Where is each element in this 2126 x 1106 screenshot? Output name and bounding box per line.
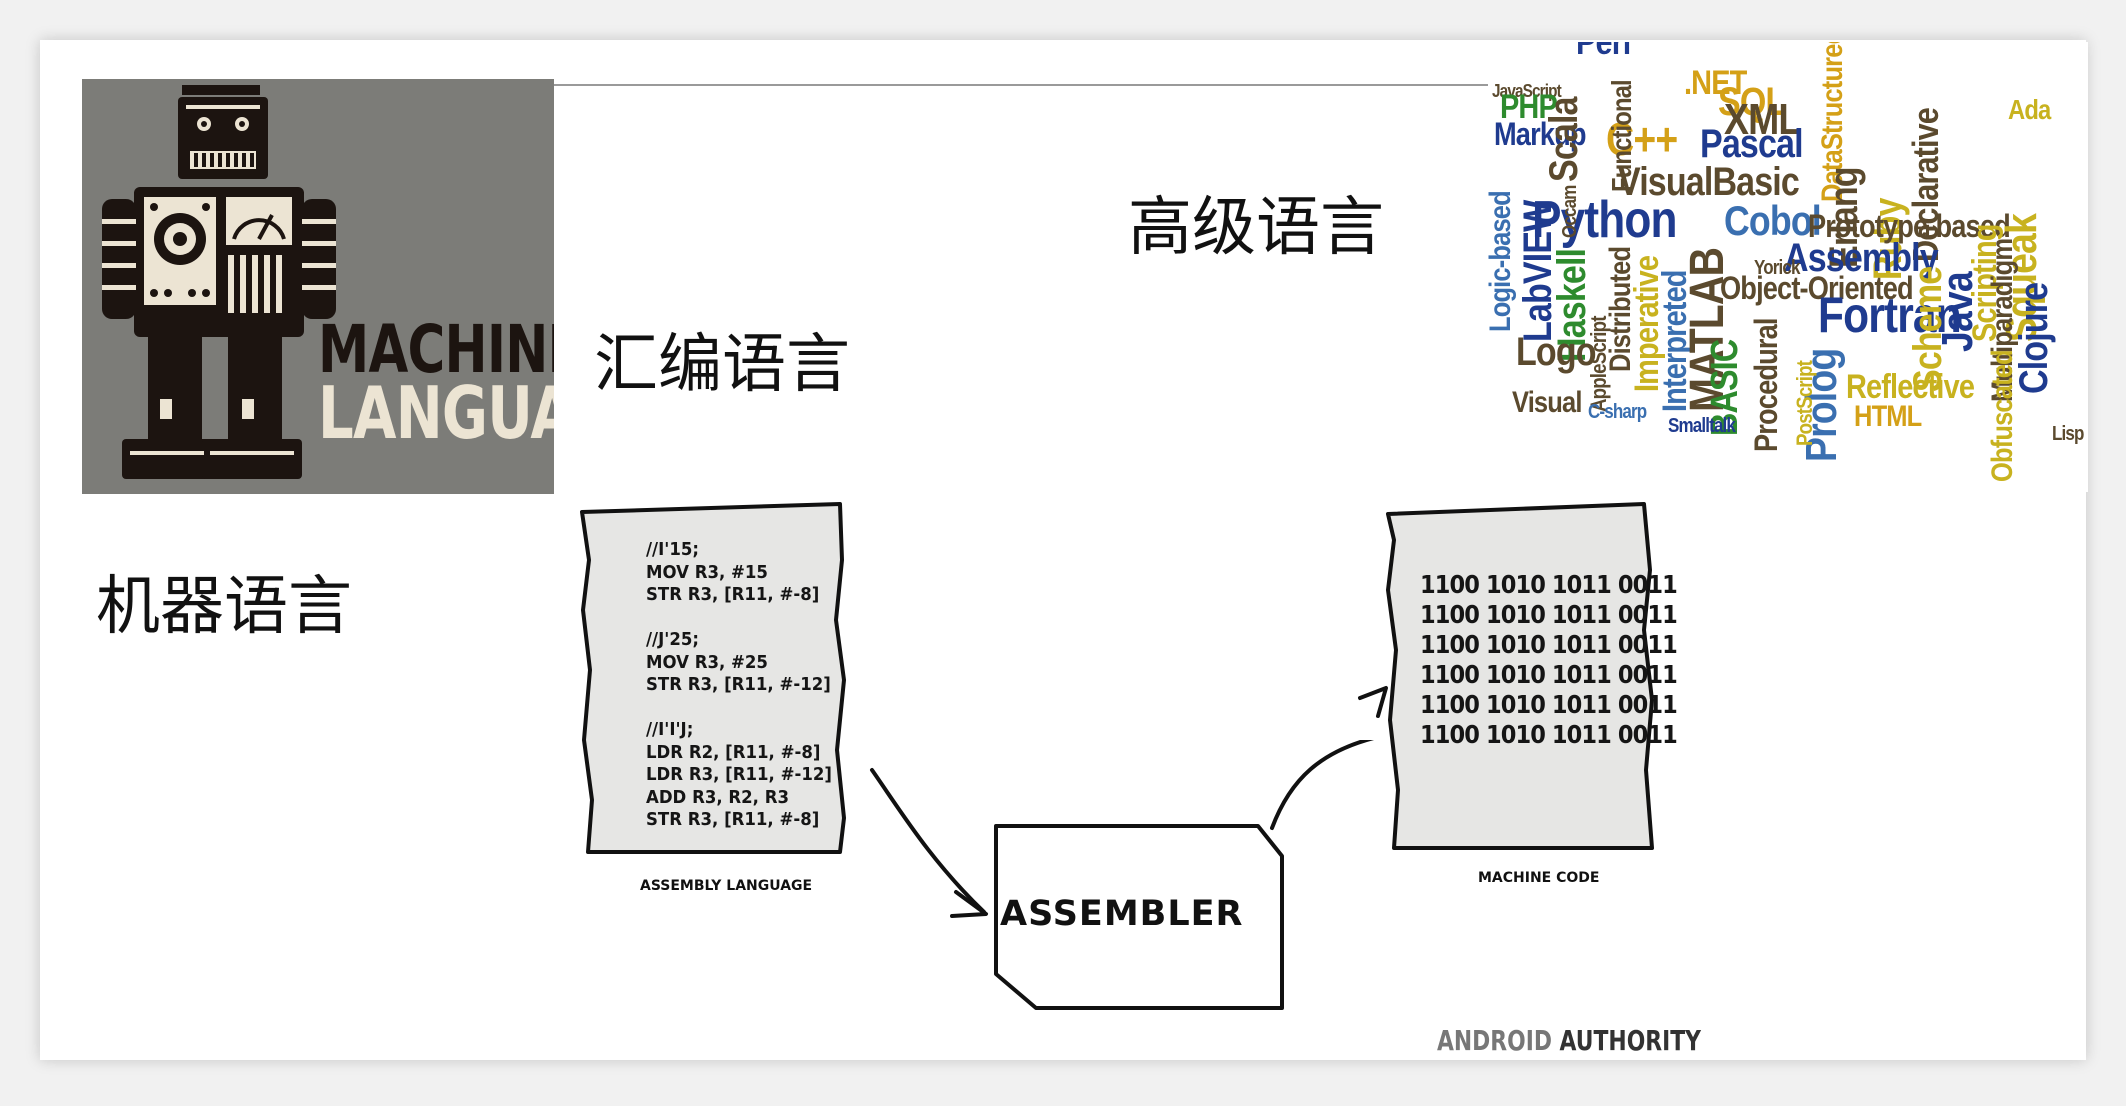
android-authority-logo: ANDROID AUTHORITY	[1437, 1024, 1701, 1057]
robot-title-line2: LANGUAGE	[318, 371, 554, 455]
cloud-word: HTML	[1854, 402, 1921, 432]
cloud-word: Clojure	[2014, 283, 2054, 394]
cloud-word: Reflective	[1846, 370, 1974, 404]
cloud-word: Occam	[1560, 186, 1580, 238]
programming-languages-word-cloud: JavaScriptPerlPHP.NETSQLXMLMarkupC++Pasc…	[1488, 42, 2088, 492]
arrow-to-assembler	[872, 770, 984, 912]
cloud-word: Perl	[1576, 42, 1630, 60]
cloud-word: Procedural	[1750, 318, 1782, 452]
machine-language-robot-image: MACHINE LANGUAGE	[82, 79, 554, 494]
cloud-word: Ada	[2008, 96, 2050, 124]
assembler-flow	[860, 740, 1400, 1020]
machine-code: 1100 1010 1011 0011 1100 1010 1011 0011 …	[1420, 570, 1677, 750]
assembly-caption: ASSEMBLY LANGUAGE	[640, 878, 812, 894]
cloud-word: AppleScript	[1588, 316, 1610, 412]
cloud-word: Scala	[1544, 97, 1584, 182]
arrow-head-up	[1330, 670, 1430, 760]
assembly-language-label: 汇编语言	[594, 313, 850, 405]
cloud-word: Logo	[1516, 332, 1596, 372]
assembler-label: ASSEMBLER	[1000, 894, 1300, 934]
brand-part1: ANDROID	[1437, 1024, 1552, 1057]
cloud-word: Pascal	[1700, 124, 1803, 164]
cloud-word: Lisp	[2052, 424, 2084, 444]
high-level-language-label: 高级语言	[1128, 176, 1384, 268]
cloud-word: Logic-based	[1488, 191, 1516, 332]
cloud-word: C-sharp	[1588, 402, 1646, 422]
cloud-word: Smalltalk	[1668, 416, 1735, 436]
assembly-code: //I'15; MOV R3, #15 STR R3, [R11, #-8] /…	[646, 539, 832, 832]
machine-language-label: 机器语言	[96, 555, 352, 647]
cloud-word: Obfuscated	[1988, 350, 2018, 482]
cloud-word: Visual	[1512, 388, 1582, 418]
brand-part2: AUTHORITY	[1560, 1024, 1701, 1057]
cloud-word: PostScript	[1794, 361, 1816, 446]
cloud-word: Yorick	[1754, 258, 1800, 278]
machine-code-caption: MACHINE CODE	[1478, 870, 1599, 886]
